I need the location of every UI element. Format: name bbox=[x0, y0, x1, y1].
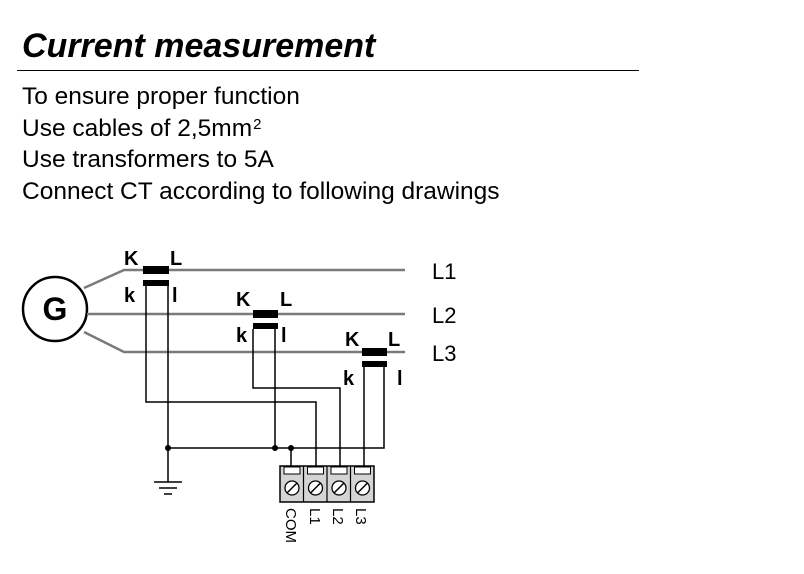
ct-label-k: k bbox=[236, 325, 248, 347]
title-divider bbox=[17, 70, 639, 71]
ct-label-l: l bbox=[281, 325, 287, 347]
terminal-label-l2: L2 bbox=[329, 508, 346, 525]
wire-ct1-l1 bbox=[145, 286, 317, 466]
ground-icon bbox=[154, 481, 182, 495]
current-transformer-2: K L k l bbox=[236, 289, 292, 347]
instruction-list: To ensure proper function Use cables of … bbox=[22, 81, 500, 207]
superscript: 2 bbox=[253, 115, 262, 133]
ct-label-K: K bbox=[345, 329, 360, 351]
ct-core bbox=[362, 348, 387, 356]
terminal-block bbox=[279, 465, 375, 503]
phase-line-l3 bbox=[83, 330, 405, 354]
ct-winding bbox=[362, 361, 387, 367]
instruction-item: Use cables of 2,5mm2 bbox=[22, 114, 262, 142]
ct-winding bbox=[143, 280, 169, 286]
ct-label-k: k bbox=[343, 368, 355, 390]
ct-label-l: l bbox=[397, 368, 403, 390]
ct-label-k: k bbox=[124, 285, 136, 307]
junction-dot bbox=[272, 445, 278, 451]
ct-label-l: l bbox=[172, 285, 178, 307]
terminal-label-l1: L1 bbox=[306, 508, 323, 525]
ct-label-K: K bbox=[124, 248, 139, 270]
phase-label-l1: L1 bbox=[432, 259, 456, 284]
instruction-item: To ensure proper function bbox=[22, 83, 300, 110]
terminal-screw-icon bbox=[330, 466, 348, 496]
ct-core bbox=[253, 310, 278, 318]
ct-core bbox=[143, 266, 169, 274]
ct-label-L: L bbox=[170, 248, 182, 270]
ct-winding bbox=[253, 323, 278, 329]
terminal-label-com: COM bbox=[282, 508, 299, 543]
phase-label-l3: L3 bbox=[432, 341, 456, 366]
phase-label-l2: L2 bbox=[432, 303, 456, 328]
instruction-item: Use transformers to 5A bbox=[22, 146, 274, 173]
instruction-item: Connect CT according to following drawin… bbox=[22, 177, 500, 205]
wire-ct2-l2 bbox=[252, 329, 341, 466]
generator-symbol bbox=[21, 275, 89, 343]
secondary-wiring bbox=[145, 286, 385, 482]
ct-label-L: L bbox=[280, 289, 292, 311]
terminal-screw-icon bbox=[283, 466, 301, 496]
generator: G bbox=[21, 275, 89, 343]
ct-label-K: K bbox=[236, 289, 251, 311]
current-transformer-3: K L k l bbox=[343, 329, 403, 390]
terminal-label-l3: L3 bbox=[352, 508, 369, 525]
ct-label-L: L bbox=[388, 329, 400, 351]
current-transformer-1: K L k l bbox=[124, 248, 182, 307]
terminal-screw-icon bbox=[354, 466, 371, 496]
generator-label: G bbox=[43, 291, 68, 327]
junction-dot bbox=[288, 445, 294, 451]
wire-ct3-com bbox=[168, 367, 385, 449]
page-title: Current measurement bbox=[22, 27, 376, 65]
terminal-screw-icon bbox=[307, 466, 324, 496]
phase-line-l1 bbox=[83, 268, 405, 290]
phase-lines bbox=[83, 268, 405, 354]
